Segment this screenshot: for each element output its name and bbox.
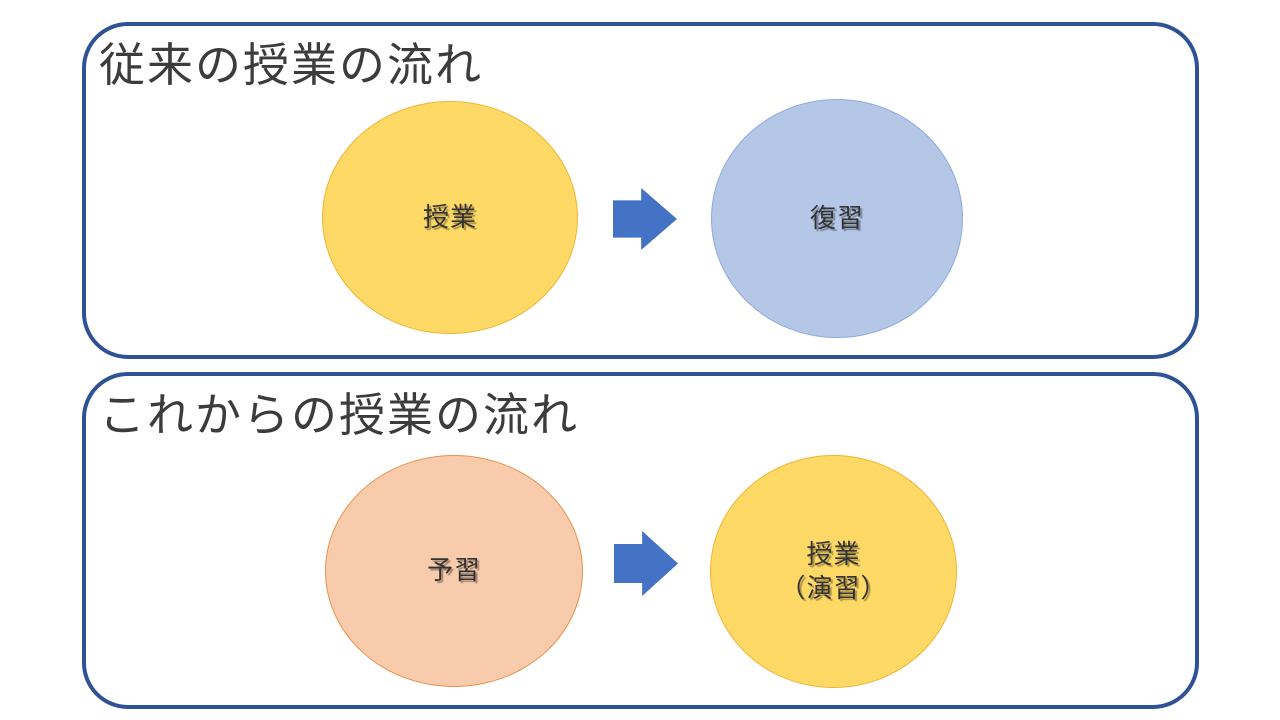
section-title-traditional-flow: 従来の授業の流れ [99,39,483,91]
section-box-traditional-flow: 従来の授業の流れ [82,22,1199,359]
flow-node-label: 授業 [422,201,477,232]
flow-node-label: 授業 （演習） [779,538,888,603]
section-box-new-flow: これからの授業の流れ [82,372,1199,709]
flow-node-label: 予習 [426,555,481,586]
flow-node-preparation: 予習 [325,455,583,687]
flow-node-review: 復習 [711,99,963,338]
section-title-new-flow: これからの授業の流れ [99,389,579,441]
flow-node-class-exercise: 授業 （演習） [710,455,957,688]
flow-node-class: 授業 [322,101,578,334]
flow-node-label: 復習 [809,202,864,233]
